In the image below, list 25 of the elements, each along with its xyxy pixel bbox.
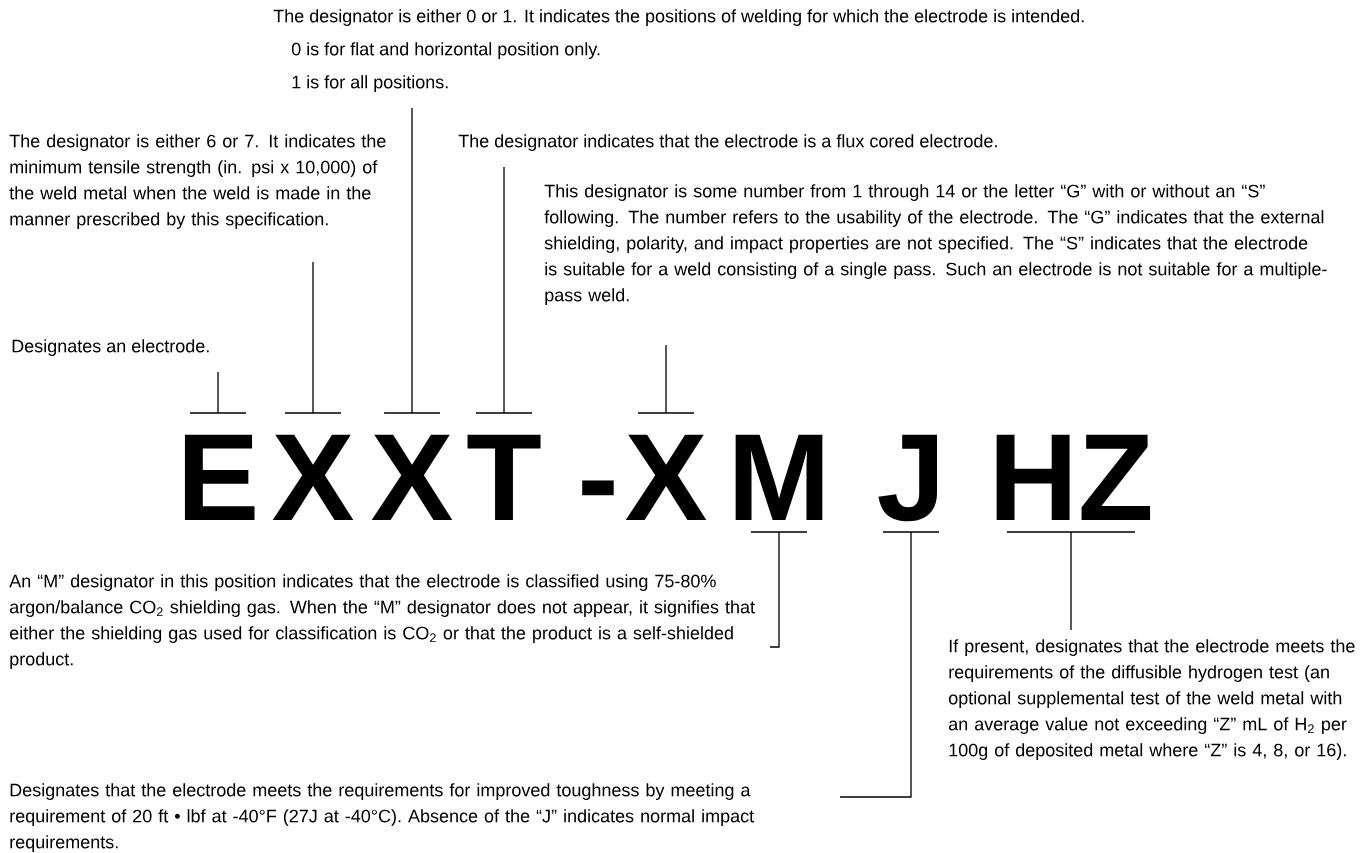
designator-letter: E	[184, 434, 255, 520]
note-text: The designator is either 6 or 7. It indicates the minimum tensile strength (in. psi x 10,000) of the weld metal when the weld is made in the manner prescribed by this specification.	[9, 134, 386, 229]
note-text: The designator is either 0 or 1. It indicates the positions of welding for which the electrode is intended. 0 is for flat and horizontal position only. 1 is for all positions.	[273, 9, 1084, 92]
designator-letter: J	[878, 434, 937, 522]
designator-letter: X	[371, 434, 453, 520]
designator-letter: M	[735, 434, 823, 520]
leader-line	[189, 371, 247, 414]
leader-line	[839, 531, 940, 798]
leader-line	[284, 261, 342, 414]
designator-letter: X	[272, 434, 354, 520]
leader-line	[637, 344, 695, 414]
designator-letter: HZ	[996, 434, 1151, 520]
hyphen: -	[582, 480, 614, 496]
note-text: If present, designates that the electrode meets the requirements of the diffusible hydrogen test (an optional supplemental test of the weld metal with an average value not exceeding “Z” mL of H$_{2}$ per 100g of deposited metal where “Z” is 4, 8, or 16).	[948, 639, 1355, 760]
leader-line	[1006, 531, 1136, 631]
leader-line	[383, 107, 441, 414]
note-text: This designator is some number from 1 through 14 or the letter “G” with or without an “S” following. The number refers to the usability of the electrode. The “G” indicates that the external shielding, polarity, and impact properties are not specified. The “S” indicates that the electrode is suitable for a weld consisting of a single pass. Such an electrode is not suitable for a multiple-pass weld.	[544, 184, 1327, 305]
leader-line	[750, 531, 808, 648]
note-text: The designator indicates that the electrode is a flux cored electrode.	[458, 134, 997, 151]
designator-letter: X	[625, 434, 707, 520]
note-text: An “M” designator in this position indicates that the electrode is classified using 75-80% argon/balance CO$_{2}$ shielding gas. When the “M” designator does not appear, it signifies that either the shielding gas used for classification is CO$_{2}$ or that the product is a self-shielded product.	[9, 574, 755, 669]
designator-letter: T	[467, 434, 541, 520]
leader-line	[475, 166, 533, 414]
note-text: Designates an electrode.	[12, 339, 209, 356]
note-text: Designates that the electrode meets the requirements for improved toughness by meeting a requirement of 20 ft • lbf at -40°F (27J at -40°C). Absence of the “J” indicates normal impact requirements.	[10, 783, 754, 852]
